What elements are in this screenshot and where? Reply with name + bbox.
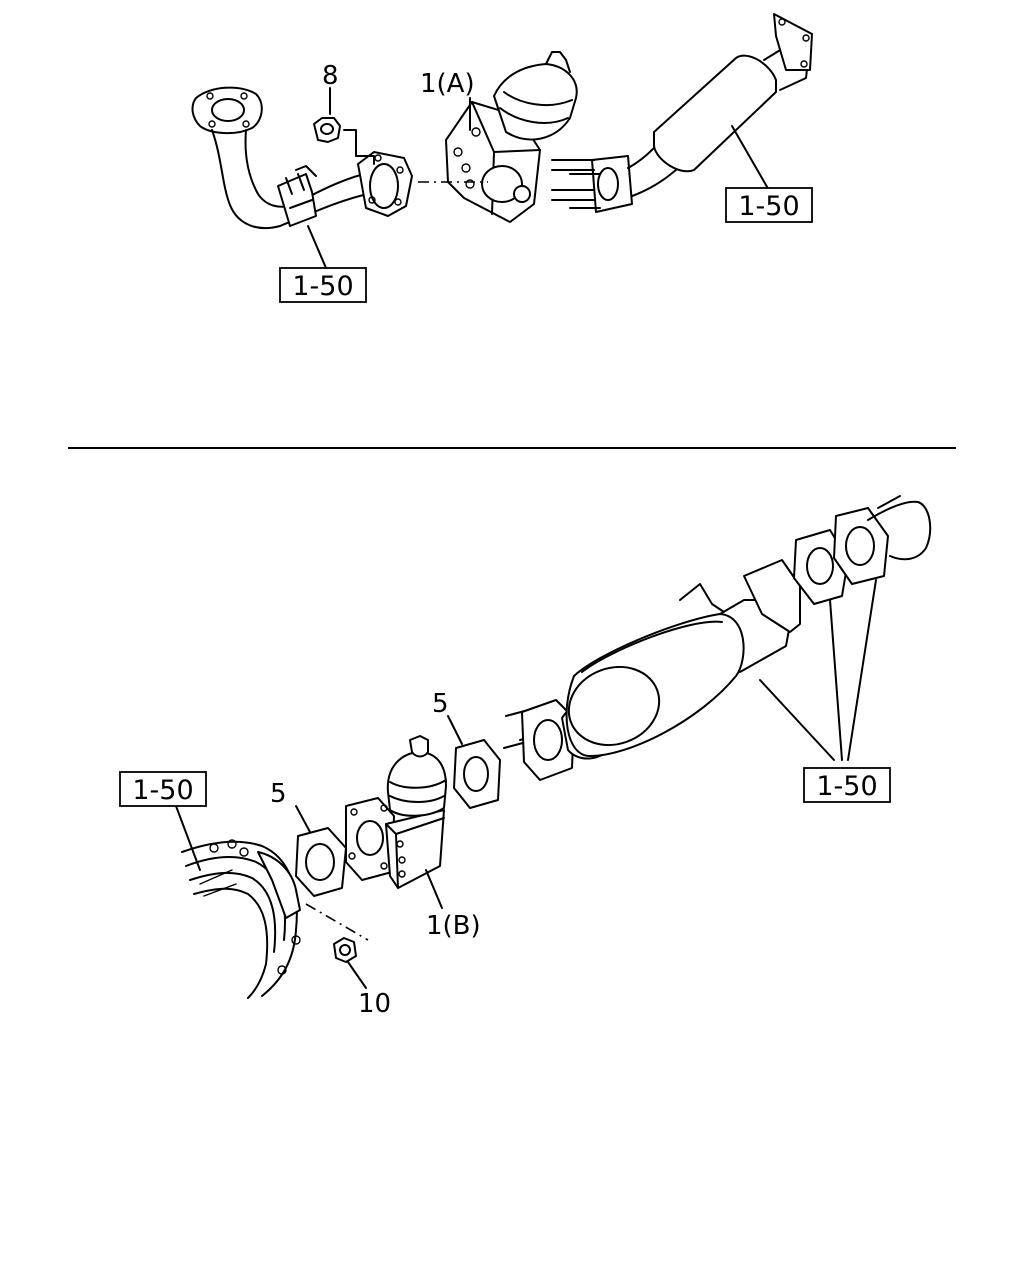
callout-1b: 1(B): [426, 911, 481, 941]
lower-view: 5 1(B) 5: [119, 495, 932, 1019]
exhaust-brake-valve-b-drawing: 1(B): [345, 735, 481, 941]
front-exhaust-pipe-drawing: [191, 86, 413, 230]
exhaust-manifold-drawing: [175, 805, 301, 999]
callout-5-left: 5: [270, 779, 287, 809]
callout-8: 8: [322, 61, 339, 91]
converter-assembly-drawing: [551, 13, 813, 213]
gasket-right-drawing: 5: [432, 689, 501, 809]
exhaust-brake-valve-a-drawing: 1(A): [418, 51, 578, 223]
ref-box-converter-lower: 1-50: [803, 767, 891, 803]
callout-5-right: 5: [432, 689, 449, 719]
gasket-left-drawing: 5: [270, 779, 347, 897]
ref-label-manifold: 1-50: [132, 775, 193, 806]
upper-view: 8 1(A): [191, 13, 813, 303]
ref-label-converter-lower: 1-50: [816, 771, 877, 802]
callout-10: 10: [358, 989, 391, 1019]
ref-box-front-pipe: 1-50: [279, 225, 367, 303]
nut-8-drawing: 8: [313, 61, 375, 165]
callout-1a: 1(A): [420, 69, 475, 99]
nut-10-drawing: 10: [305, 903, 391, 1019]
ref-label-front-pipe: 1-50: [292, 271, 353, 302]
ref-box-manifold: 1-50: [119, 771, 207, 807]
ref-box-converter-upper: 1-50: [725, 187, 813, 223]
ref-label-converter-upper: 1-50: [738, 191, 799, 222]
catalytic-converter-drawing: [503, 495, 932, 781]
